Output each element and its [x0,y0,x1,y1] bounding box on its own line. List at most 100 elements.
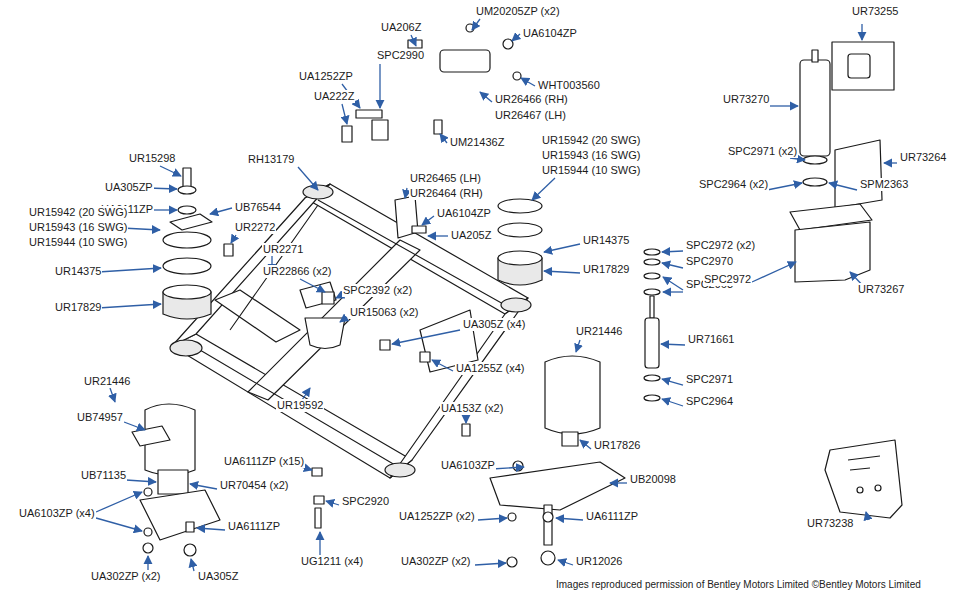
leader-arrow [866,512,868,520]
leader-arrow [422,216,434,225]
leader-arrow [342,104,347,124]
part-number: UM20205ZP (x2) [475,5,561,18]
part-number: UR17829 [54,301,102,314]
leader-arrow [661,344,685,345]
leader-arrow [126,480,156,482]
leader-arrow [770,105,798,106]
damper-small [644,249,660,401]
leader-arrow [662,263,683,268]
part-number: UR15944 (10 SWG) [541,164,641,177]
leader-arrow [472,19,480,30]
subframe [170,184,531,528]
leader-arrow [411,35,416,46]
leader-arrow [884,162,897,163]
part-number: SPC2972 (x2) [685,239,756,252]
part-number: UA302ZP (x2) [400,555,472,568]
damper-large [790,42,894,282]
part-number: SPC2971 (x2) [727,145,798,158]
leader-arrow [829,183,857,190]
part-number: SPC2964 (x2) [698,178,769,191]
leader-arrow [300,279,325,292]
part-number: SPC2971 [685,373,734,386]
part-number: UR21446 [575,325,623,338]
leader-arrow [532,178,555,200]
leader-arrow [544,271,580,273]
leader-arrow [210,208,232,214]
leader-arrow [662,399,683,406]
part-number: SPC2964 [685,395,734,408]
mount-stack-right [498,199,542,285]
part-number: UR2271 [262,243,304,256]
part-number: UR15943 (16 SWG) [28,221,128,234]
leader-arrow [98,304,161,308]
top-bracket [342,24,521,142]
leader-arrow [556,518,583,520]
leader-arrow [336,296,340,298]
leader-arrow [392,330,460,344]
part-number: UA6111ZP [227,520,281,533]
leader-arrow [160,166,181,176]
leader-arrow [110,388,115,402]
leader-arrow [492,467,524,469]
leader-arrow [558,560,573,565]
leader-arrow [326,501,339,505]
part-number: UA222Z [313,90,355,103]
leader-arrow [512,34,520,41]
part-number: UA6111ZP (x15) [223,455,305,468]
part-number: SPC2392 (x2) [342,284,413,297]
part-number: SPC2970 [685,255,734,268]
part-number: UA305Z [197,570,239,583]
leader-arrow [465,415,466,423]
part-number: UR22866 (x2) [262,265,332,278]
leader-arrow [475,563,506,565]
leader-arrow [480,92,492,102]
leader-arrow [405,188,407,198]
part-number: UR2272 [234,221,276,234]
part-number: UR26465 (LH) [409,172,482,185]
part-number: UR15943 (16 SWG) [541,149,641,162]
part-number: RH13179 [247,153,295,166]
leader-arrow [790,158,805,160]
leader-arrow [544,244,580,252]
leader-arrow [191,559,194,571]
part-number: SPC2972 [703,273,752,286]
part-number: UA205Z [450,229,492,242]
leader-arrow [478,518,507,520]
part-number: UA305Z (x4) [462,318,526,331]
leader-arrow [98,268,161,272]
part-number: UB20098 [629,473,677,486]
part-number: UR17826 [593,439,641,452]
leader-arrow [428,235,448,236]
part-number: UA6103ZP (x4) [18,507,96,520]
part-number: UR26467 (LH) [494,109,567,122]
part-number: UA1252ZP [298,70,354,83]
heat-shield-bracket [825,440,902,518]
leader-arrow [432,360,453,371]
part-number: UA305ZP [104,181,154,194]
part-number: UR15298 [128,152,176,165]
leader-arrow [379,64,380,108]
leader-arrow [861,24,862,40]
leader-arrow [767,183,802,190]
part-number: UA6104ZP [522,27,578,40]
part-number: UR26464 (RH) [409,187,484,200]
part-number: UA153Z (x2) [440,402,504,415]
part-number: UR14375 [582,234,630,247]
part-number: UB74957 [76,411,124,424]
part-number: UA302ZP (x2) [90,570,162,583]
part-number: UR19592 [276,399,324,412]
part-number: UR15942 (20 SWG) [541,134,641,147]
part-number: UR15944 (10 SWG) [28,236,128,249]
leader-arrow [576,340,580,352]
part-number: UR73238 [806,517,854,530]
part-number: UB76544 [234,201,282,214]
leader-arrow [96,492,142,512]
part-number: UM21436Z [449,136,505,149]
leader-arrow [147,556,148,571]
leader-arrow [298,167,318,190]
leader-arrow [521,78,535,86]
leader-arrow [580,440,591,449]
part-number: UB71135 [80,469,127,482]
